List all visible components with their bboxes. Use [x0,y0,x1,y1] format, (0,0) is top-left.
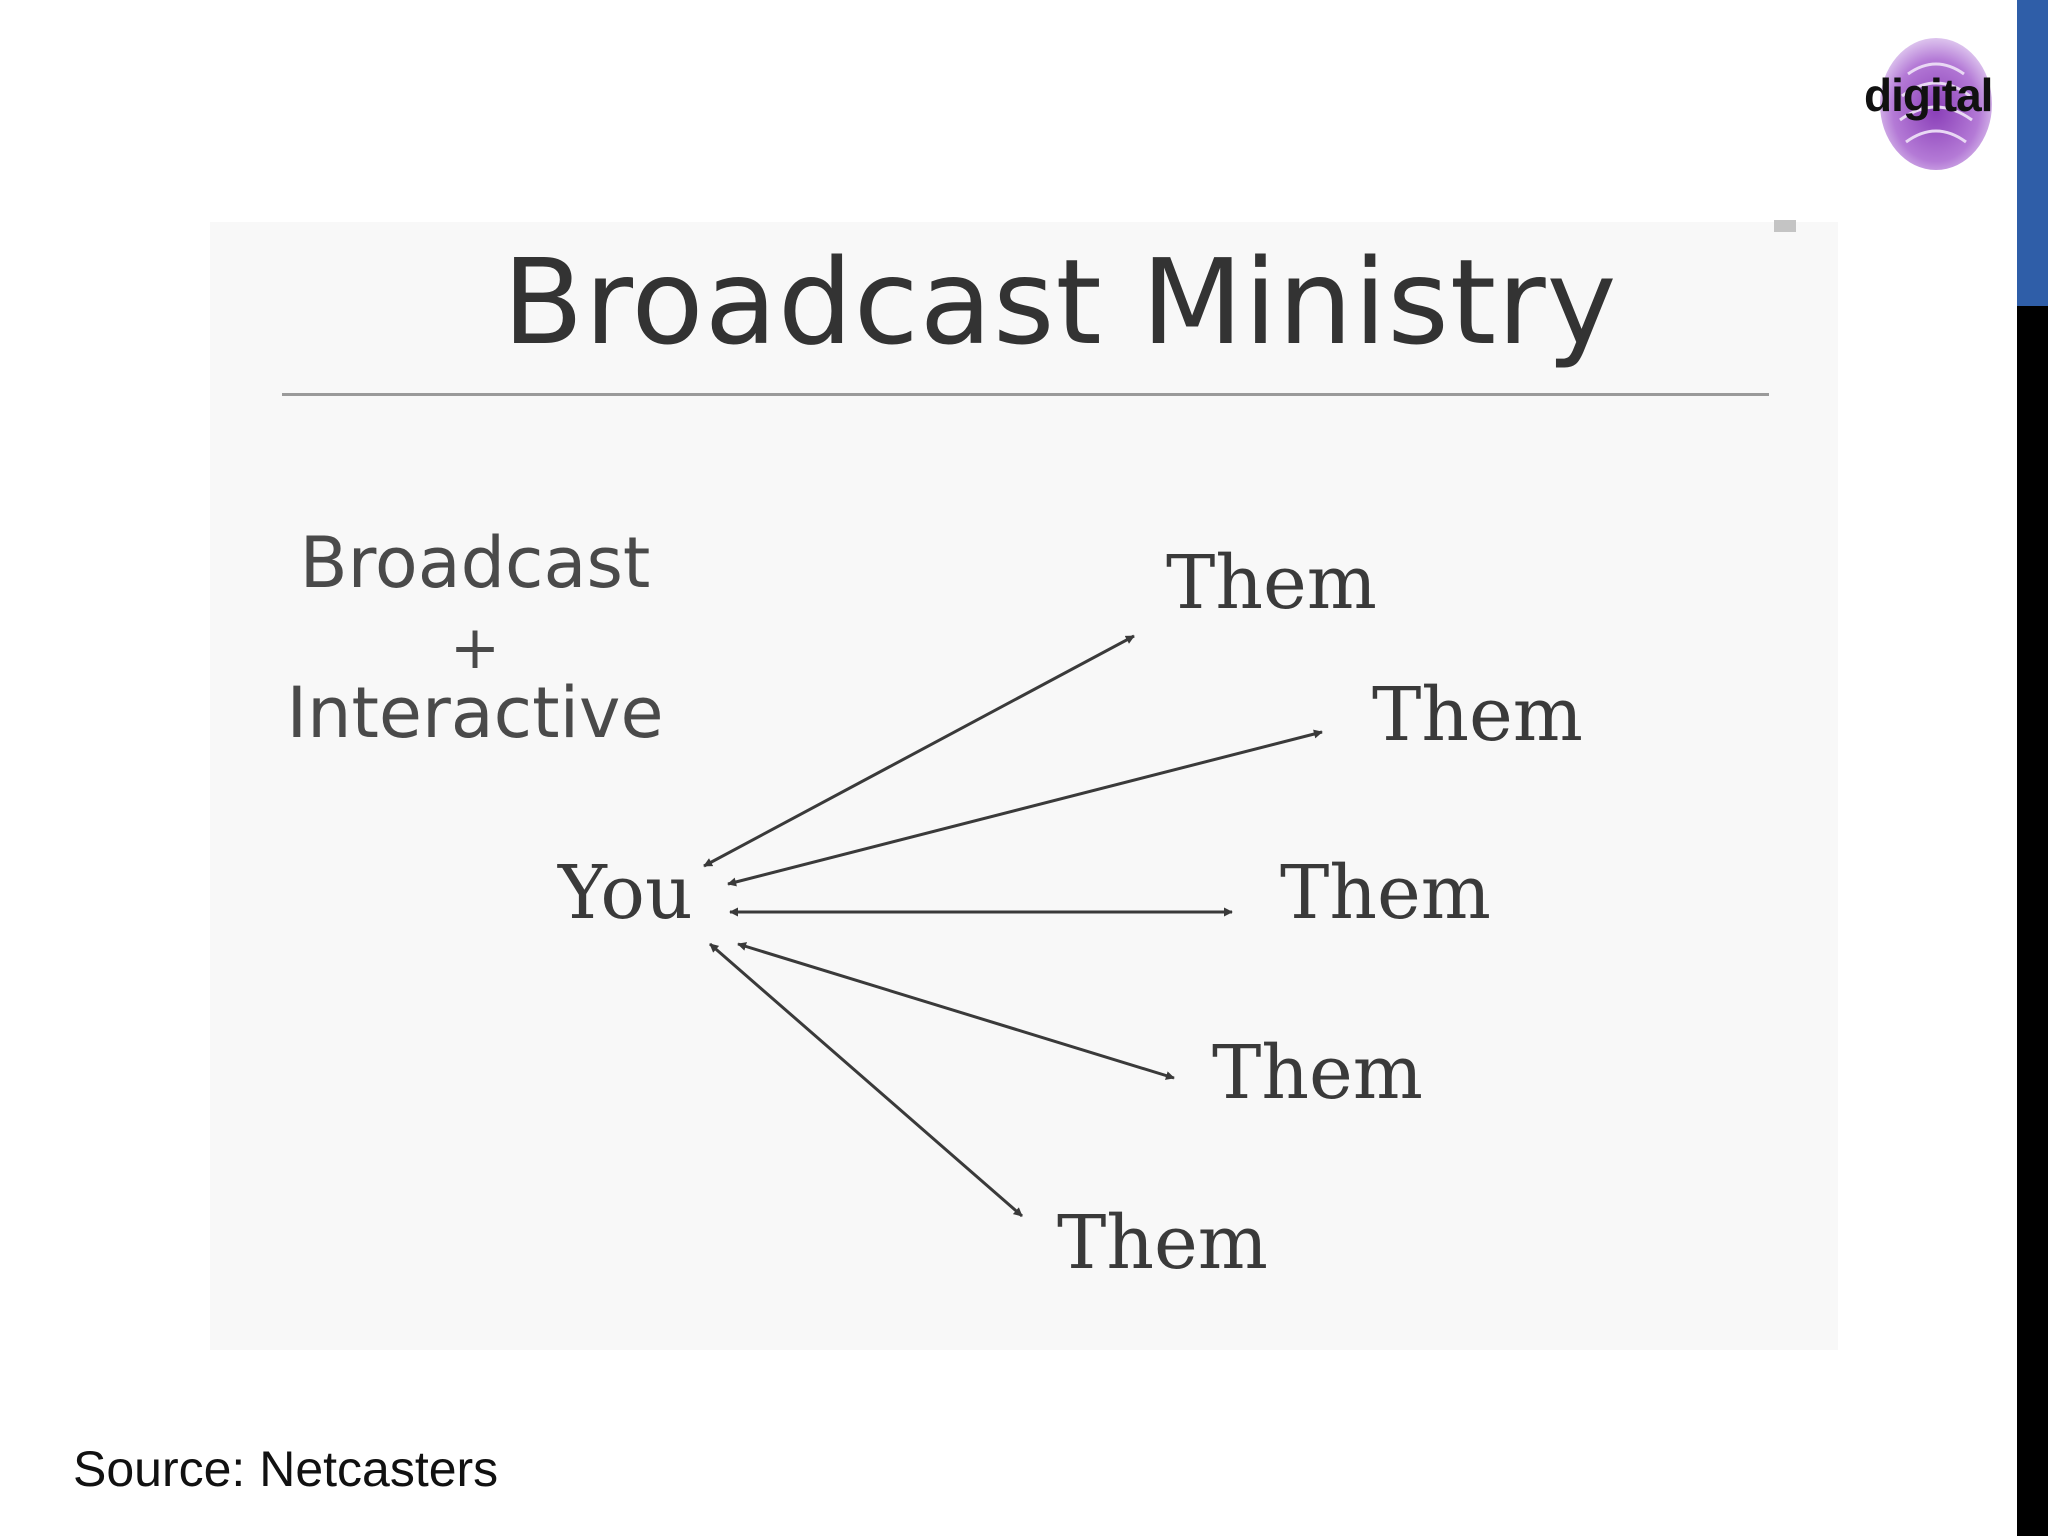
source-note: Source: Netcasters [73,1441,499,1497]
node-you: You [558,850,693,936]
edge-you-them-2 [727,729,1323,887]
mode-label-interactive: Interactive [286,672,664,754]
node-them-5: Them [1057,1200,1268,1286]
logo-text: digital [1864,69,1993,121]
node-them-2: Them [1372,672,1583,758]
node-them-3: Them [1280,850,1491,936]
node-them-4: Them [1212,1030,1423,1116]
mode-label-plus: + [449,613,501,683]
side-accent-bar [2017,0,2048,306]
digital-logo: digital [1858,4,2008,174]
fingerprint-blot-icon [1880,38,1992,170]
panel-corner-mark [1774,220,1796,232]
node-them-1: Them [1166,540,1377,626]
title-divider [282,393,1769,396]
edge-you-them-1 [703,634,1135,868]
edge-you-them-5 [709,942,1023,1218]
diagram-title: Broadcast Ministry [502,233,1618,371]
mode-label-broadcast: Broadcast [299,522,651,604]
edge-you-them-4 [737,942,1175,1080]
